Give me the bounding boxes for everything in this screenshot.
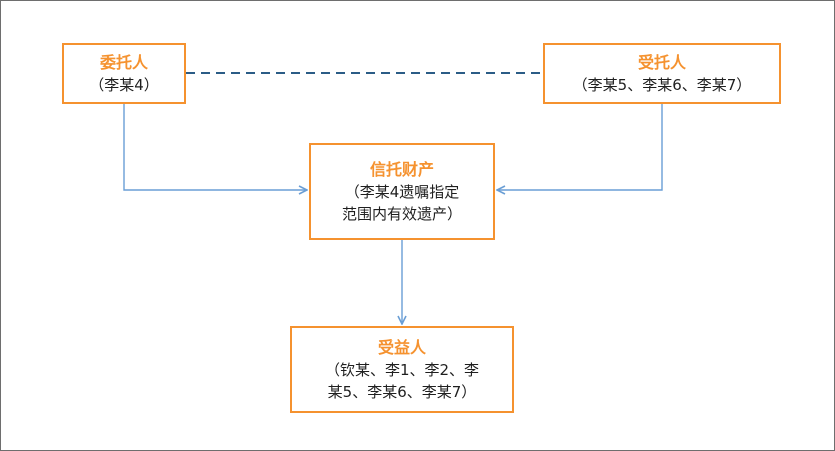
trustee-box: 受托人 （李某5、李某6、李某7） — [543, 43, 781, 104]
beneficiary-names-line-1: （钦某、李1、李2、李 — [324, 360, 480, 379]
beneficiary-names-line-2: 某5、李某6、李某7） — [327, 382, 477, 401]
arrow-trustee-to-property — [497, 103, 663, 190]
settlor-title: 委托人 — [99, 52, 148, 72]
trust-property-box: 信托财产 （李某4遗嘱指定 范围内有效遗产） — [309, 143, 495, 240]
beneficiary-title: 受益人 — [377, 337, 426, 357]
arrow-settlor-to-property — [123, 103, 307, 190]
beneficiary-box: 受益人 （钦某、李1、李2、李 某5、李某6、李某7） — [290, 326, 514, 413]
trust-property-desc-line-1: （李某4遗嘱指定 — [344, 182, 460, 201]
trustee-names: （李某5、李某6、李某7） — [572, 75, 752, 94]
trust-property-title: 信托财产 — [369, 159, 434, 179]
trust-property-desc-line-2: 范围内有效遗产） — [341, 204, 462, 223]
trustee-title: 受托人 — [637, 52, 686, 72]
settlor-name: （李某4） — [89, 75, 159, 94]
settlor-box: 委托人 （李某4） — [62, 43, 186, 104]
